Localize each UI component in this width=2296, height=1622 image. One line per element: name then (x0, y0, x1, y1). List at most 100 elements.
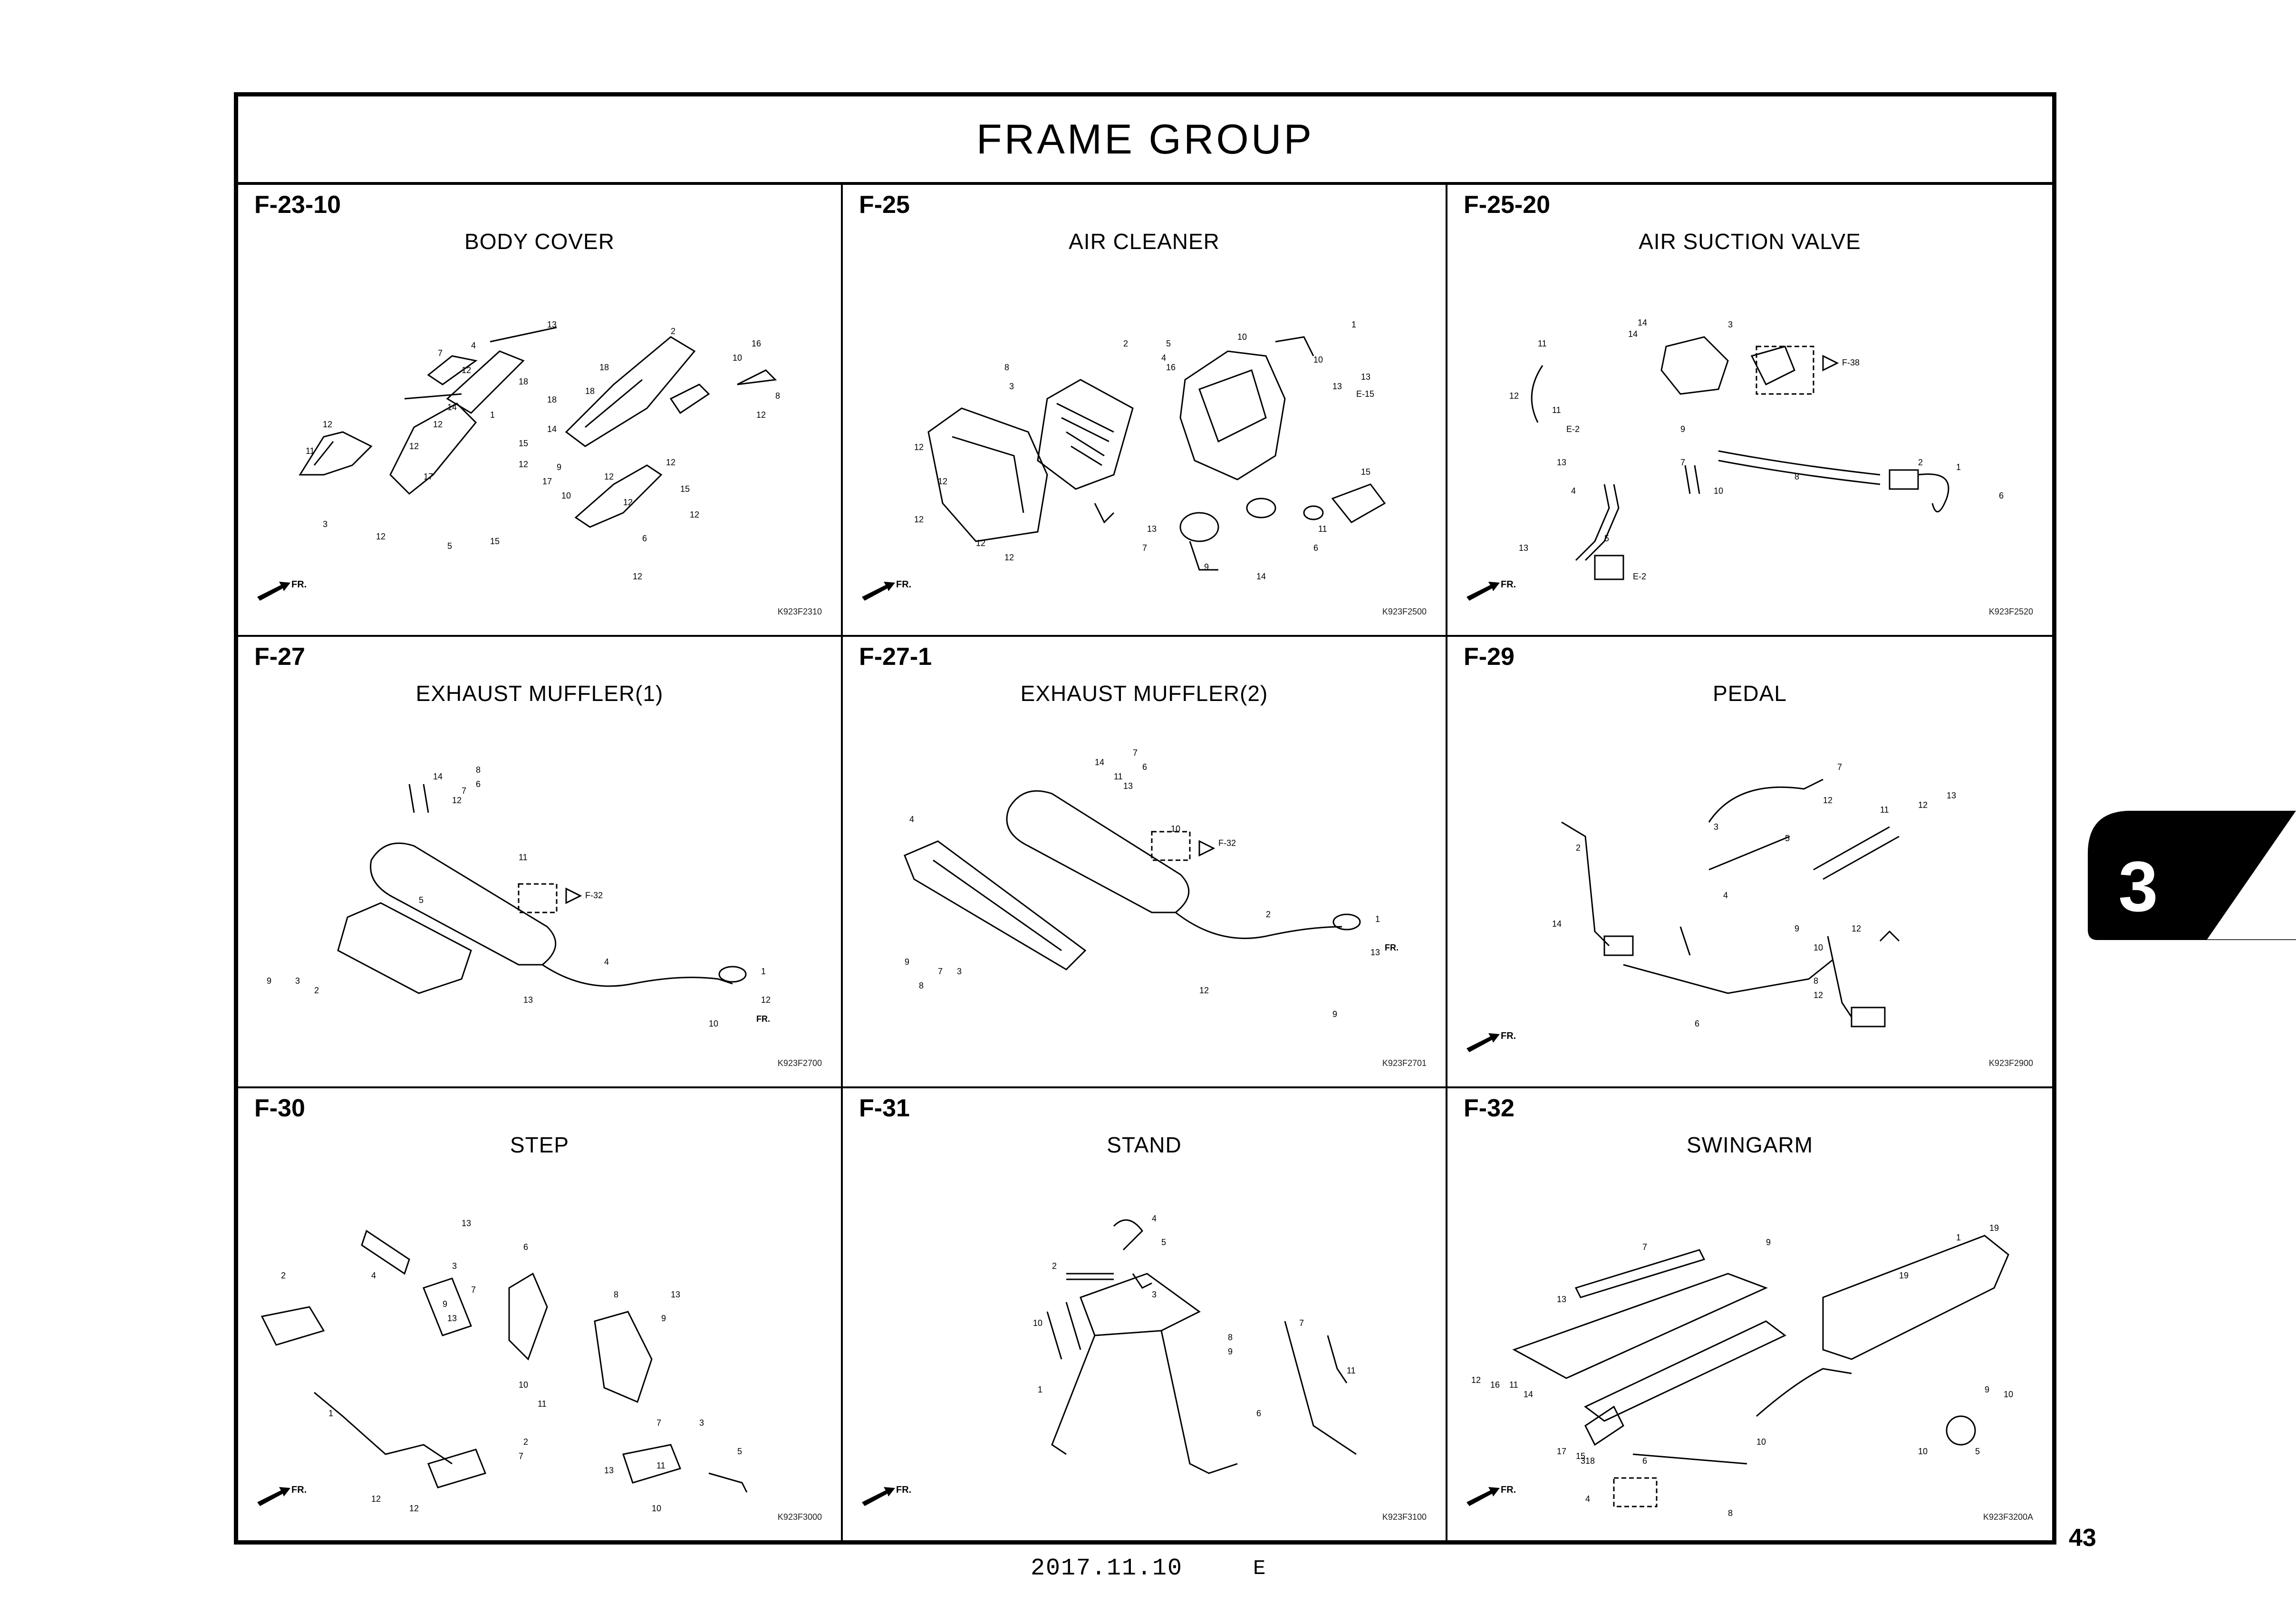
svg-text:8: 8 (614, 1290, 618, 1299)
svg-text:3: 3 (1152, 1290, 1157, 1299)
svg-text:2: 2 (523, 1437, 528, 1447)
svg-text:2: 2 (281, 1271, 286, 1280)
svg-text:8: 8 (476, 765, 481, 775)
svg-text:13: 13 (671, 1290, 680, 1299)
svg-text:19: 19 (1989, 1223, 1999, 1233)
svg-text:13: 13 (604, 1466, 614, 1475)
diagram-code: K923F2310 (777, 606, 822, 616)
svg-text:5: 5 (447, 541, 452, 551)
svg-text:10: 10 (1313, 355, 1323, 365)
svg-text:9: 9 (1228, 1347, 1233, 1356)
svg-text:6: 6 (642, 534, 647, 543)
svg-text:3: 3 (323, 519, 328, 529)
diagram-code: K923F2520 (1988, 606, 2033, 616)
svg-text:14: 14 (1552, 919, 1562, 929)
svg-text:9: 9 (1204, 562, 1209, 572)
svg-text:12: 12 (761, 995, 771, 1005)
front-label: FR. (1385, 943, 1399, 952)
svg-text:1: 1 (328, 1409, 333, 1418)
section-name: STEP (510, 1133, 569, 1158)
svg-text:13: 13 (1332, 382, 1342, 391)
svg-text:2: 2 (1052, 1261, 1057, 1271)
svg-text:13: 13 (1147, 524, 1157, 534)
svg-text:7: 7 (438, 348, 443, 358)
front-label: FR. (291, 1485, 307, 1495)
svg-text:13: 13 (1123, 781, 1133, 791)
front-direction-arrow: FR. (257, 579, 307, 601)
svg-text:11: 11 (306, 446, 315, 456)
front-direction-arrow: FR. (1466, 579, 1516, 601)
svg-text:12: 12 (1823, 796, 1833, 805)
section-name: AIR CLEANER (1069, 229, 1220, 254)
svg-text:7: 7 (519, 1451, 523, 1461)
svg-text:1: 1 (1038, 1385, 1042, 1394)
svg-text:12: 12 (371, 1494, 381, 1504)
svg-text:2: 2 (1576, 843, 1581, 853)
svg-text:5: 5 (1161, 1238, 1166, 1247)
svg-text:1: 1 (1375, 914, 1380, 924)
svg-text:11: 11 (1318, 524, 1327, 534)
section-name: EXHAUST MUFFLER(2) (1020, 681, 1268, 706)
svg-text:9: 9 (1680, 424, 1685, 434)
svg-text:10: 10 (733, 353, 742, 363)
front-label: FR. (896, 579, 911, 590)
front-direction-arrow: FR. (257, 1485, 307, 1506)
section-air-cleaner[interactable]: F-25 AIR CLEANER (843, 185, 1447, 637)
svg-text:5: 5 (1975, 1447, 1980, 1456)
svg-text:3: 3 (452, 1261, 457, 1271)
svg-text:14: 14 (1638, 318, 1647, 327)
svg-text:5: 5 (1785, 834, 1790, 843)
svg-text:7: 7 (656, 1418, 661, 1428)
svg-text:11: 11 (1880, 805, 1889, 815)
svg-text:10: 10 (1171, 824, 1180, 834)
section-body-cover[interactable]: F-23-10 BODY COVER (238, 185, 843, 637)
svg-text:10: 10 (1814, 943, 1823, 952)
svg-text:4: 4 (1571, 486, 1576, 496)
front-direction-arrow: FR. (1466, 1031, 1516, 1053)
svg-text:12: 12 (690, 510, 699, 519)
svg-text:10: 10 (1918, 1447, 1928, 1456)
svg-text:7: 7 (1142, 543, 1147, 553)
section-ref: F-30 (254, 1094, 305, 1123)
section-ref: F-25 (859, 191, 910, 219)
svg-text:8: 8 (775, 391, 780, 401)
svg-text:12: 12 (1918, 800, 1928, 810)
svg-text:17: 17 (542, 477, 552, 486)
svg-text:18: 18 (519, 377, 528, 386)
svg-text:12: 12 (976, 538, 985, 548)
svg-text:2: 2 (1918, 458, 1923, 467)
svg-text:3: 3 (957, 967, 962, 976)
svg-text:11: 11 (519, 853, 528, 862)
svg-text:8: 8 (919, 981, 924, 990)
footer-date: 2017.11.10 (1031, 1555, 1183, 1582)
svg-text:12: 12 (914, 442, 924, 452)
svg-text:14: 14 (1628, 329, 1638, 339)
svg-text:10: 10 (1033, 1318, 1042, 1328)
section-ref: F-29 (1464, 643, 1515, 671)
front-direction-arrow: FR. (862, 1485, 911, 1506)
svg-text:15: 15 (490, 537, 500, 546)
section-ref: F-31 (859, 1094, 910, 1123)
svg-text:3: 3 (1714, 822, 1718, 832)
svg-text:6: 6 (1999, 491, 2004, 500)
svg-text:2: 2 (1123, 339, 1128, 348)
section-ref: F-32 (1464, 1094, 1515, 1123)
svg-text:18: 18 (599, 363, 609, 372)
section-ref: F-25-20 (1464, 191, 1551, 219)
front-label: FR. (756, 1014, 770, 1024)
svg-text:12: 12 (376, 532, 386, 541)
diagram-code: K923F3100 (1382, 1512, 1427, 1522)
svg-text:13: 13 (1947, 791, 1956, 800)
section-tab (2088, 811, 2296, 940)
svg-text:12: 12 (1509, 391, 1519, 401)
